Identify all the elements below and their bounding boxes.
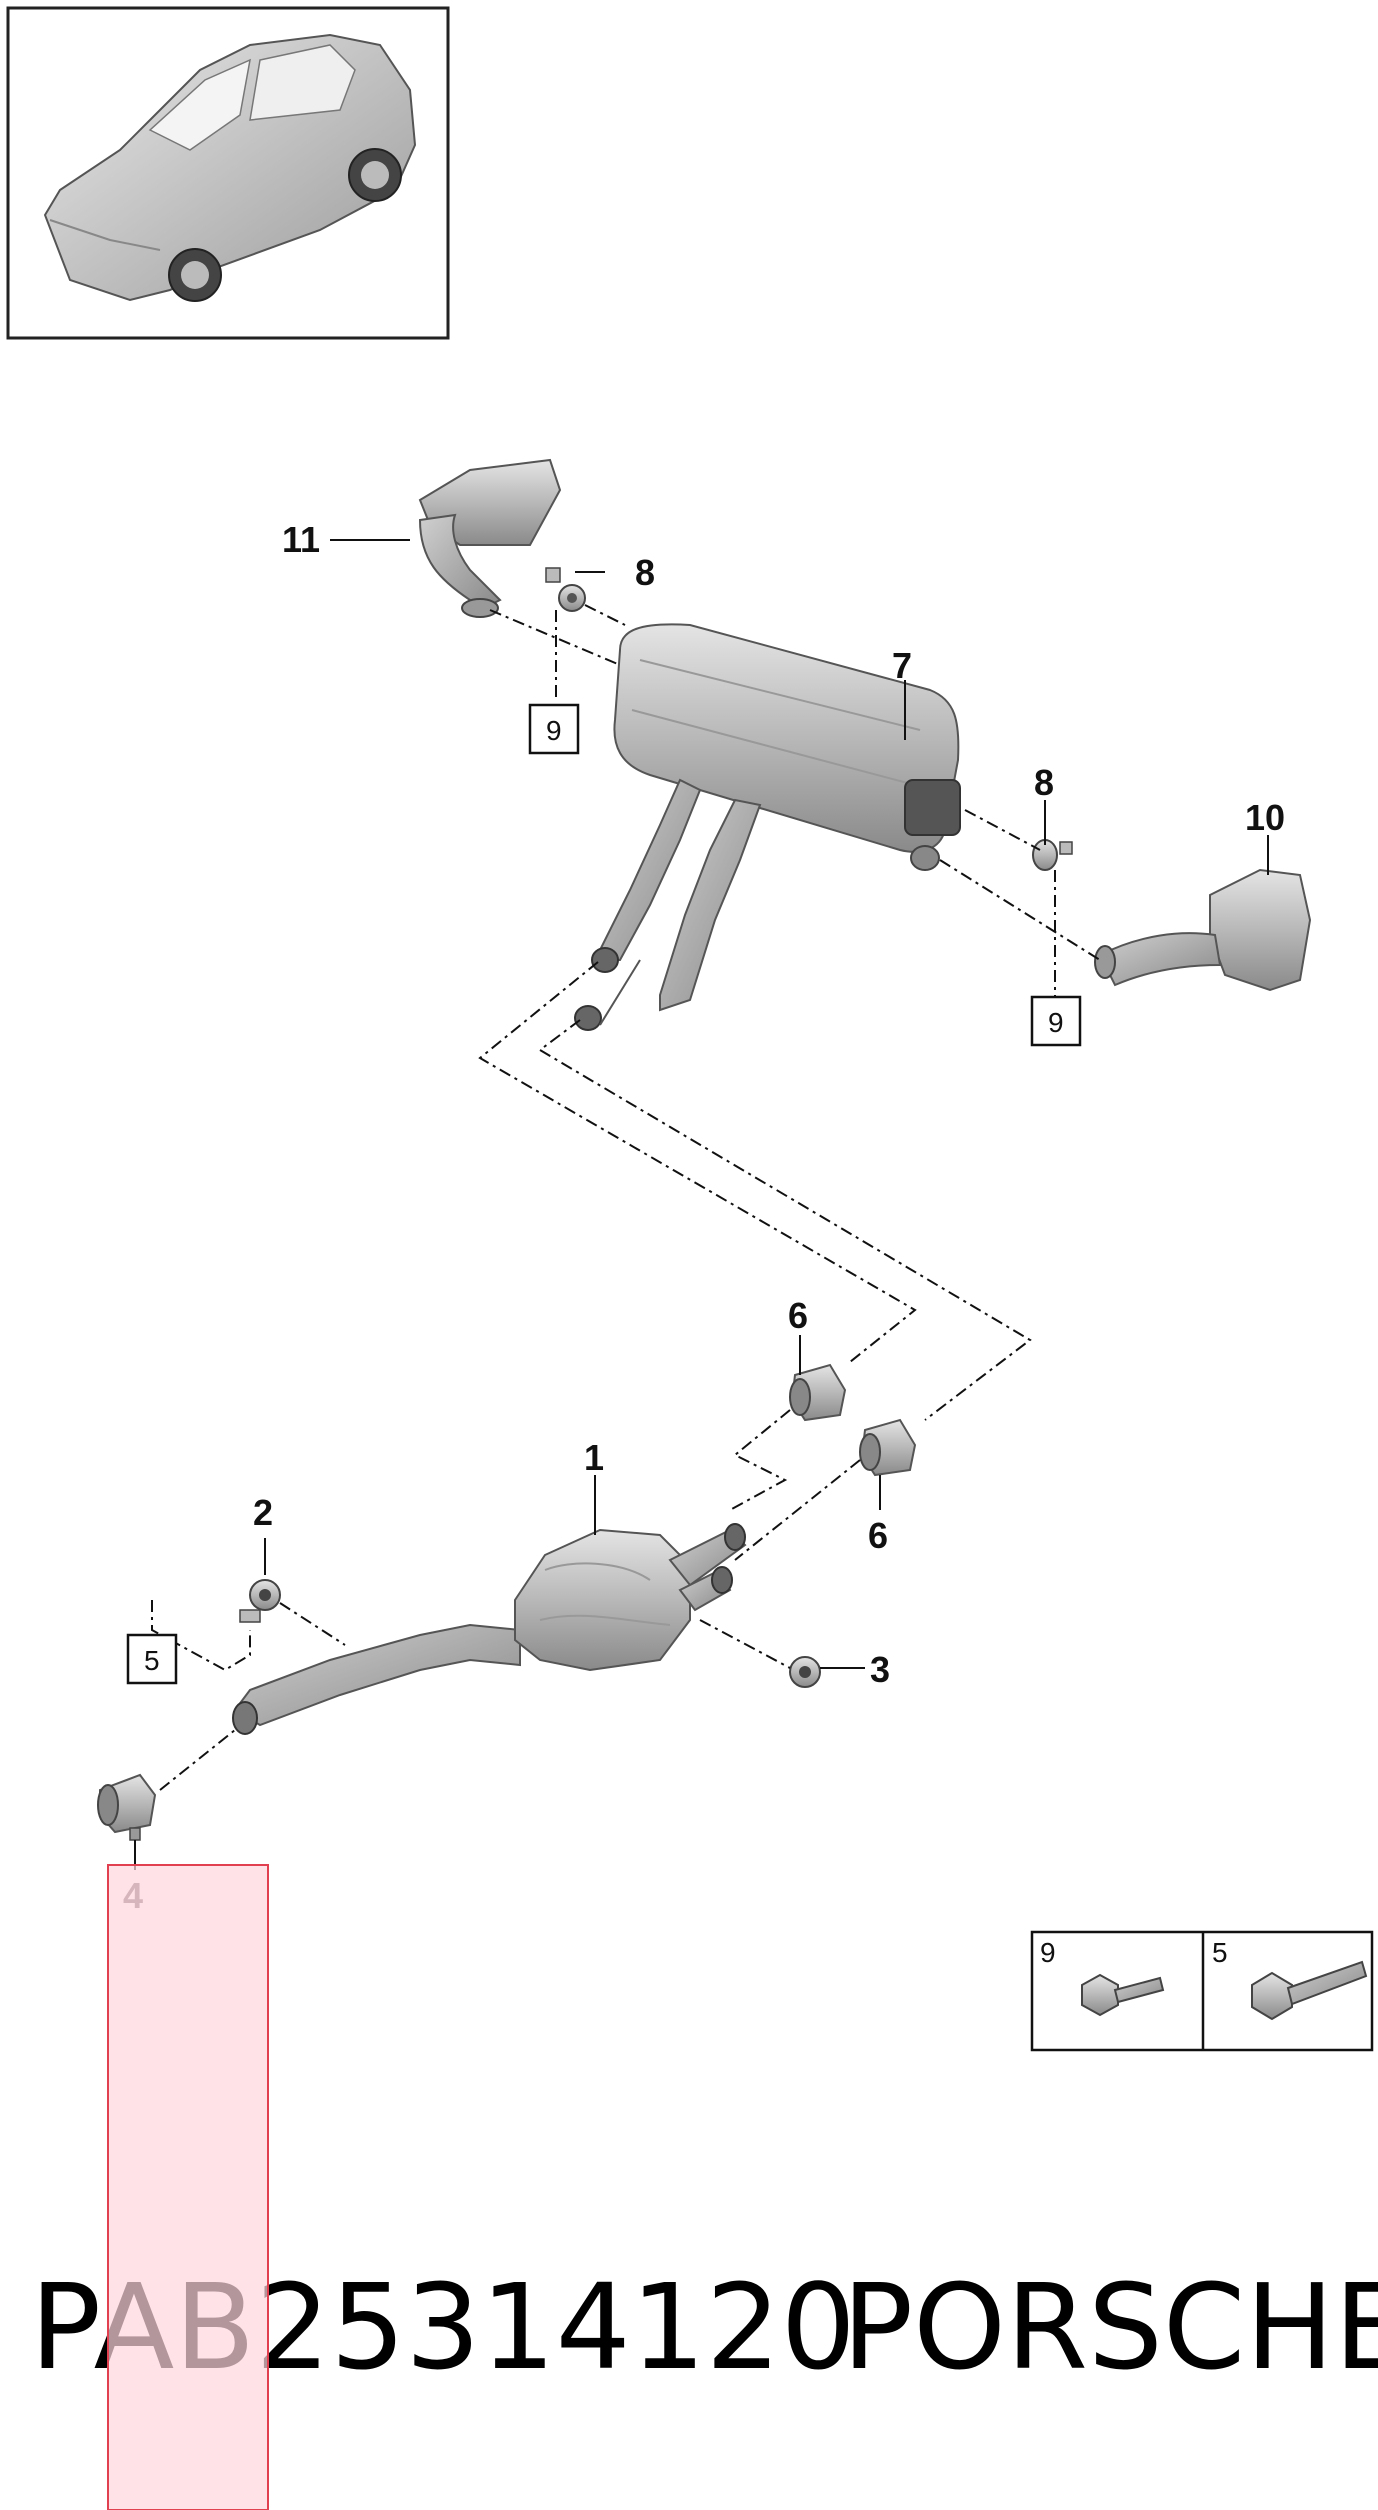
- callout-8-right: 8: [1034, 762, 1054, 803]
- bolt-icon-9: [1081, 1973, 1165, 2017]
- callout-1: 1: [584, 1437, 604, 1478]
- mount-3: [789, 1656, 821, 1688]
- clamp-6-upper: [789, 1363, 847, 1422]
- callout-8-upper: 8: [635, 552, 655, 593]
- ref-box-5: 5: [126, 1633, 178, 1685]
- callout-6-upper: 6: [788, 1295, 808, 1336]
- ref-box-9-right: 9: [1030, 995, 1082, 1047]
- tailpipe-11: [418, 458, 562, 618]
- clamp-4: [97, 1773, 157, 1841]
- car-icon: [43, 33, 417, 302]
- front-muffler-1: [232, 1523, 747, 1735]
- vehicle-thumbnail: [6, 6, 450, 340]
- clamp-6-lower: [859, 1418, 917, 1477]
- rear-muffler-7: [613, 623, 961, 871]
- brand-name: PORSCHE: [842, 2258, 1378, 2396]
- ref-box-9-left: 9: [528, 703, 580, 755]
- legend-label-5: 5: [1212, 1937, 1228, 1968]
- svg-text:9: 9: [1048, 1007, 1064, 1038]
- highlight-overlay: [107, 1864, 269, 2510]
- leader-lines: [134, 539, 1269, 1870]
- svg-text:9: 9: [546, 715, 562, 746]
- callout-6-lower: 6: [868, 1515, 888, 1556]
- mount-2: [239, 1579, 281, 1623]
- assembly-lines: [151, 604, 1101, 1791]
- svg-text:5: 5: [144, 1645, 160, 1676]
- callout-10: 10: [1245, 797, 1285, 838]
- clamp-8-right: [1032, 839, 1073, 871]
- bolt-legend: 9 5: [1030, 1930, 1374, 2052]
- boxed-references: 9 9 5: [126, 703, 1082, 1685]
- tailpipe-10: [1094, 868, 1312, 992]
- callout-3: 3: [870, 1649, 890, 1690]
- callout-2: 2: [253, 1492, 273, 1533]
- callout-11: 11: [282, 519, 320, 560]
- clamp-8-upper: [545, 567, 586, 612]
- bolt-icon-5: [1251, 1960, 1368, 2021]
- muffler-inlet-pipes: [574, 778, 762, 1031]
- legend-label-9: 9: [1040, 1937, 1056, 1968]
- callout-7: 7: [892, 645, 912, 686]
